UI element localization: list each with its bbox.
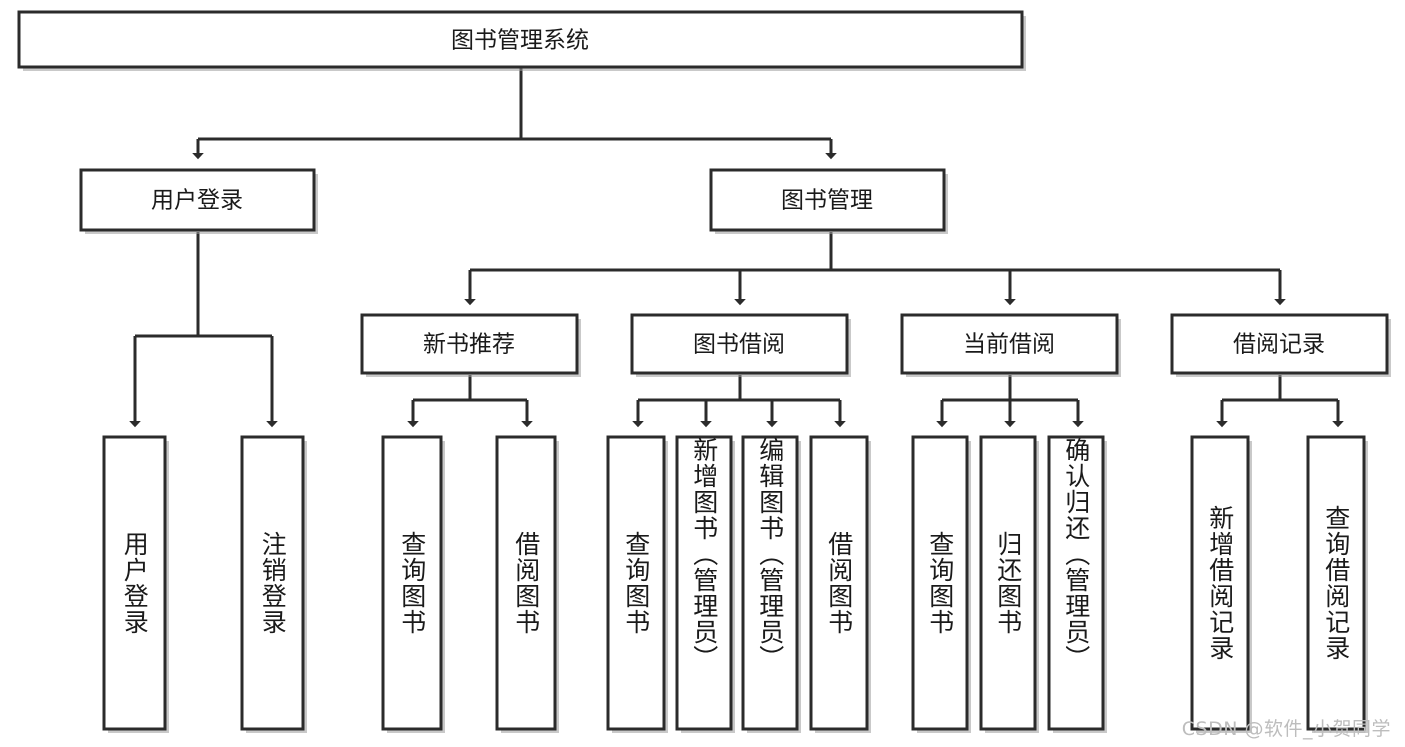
- node-leaf-return-book[interactable]: [979, 435, 1039, 733]
- csdn-watermark: CSDN @软件_小贺同学: [1181, 718, 1391, 740]
- node-leaf-query-book-2[interactable]: [606, 435, 668, 733]
- node-borrow-record[interactable]: 借阅记录: [1170, 313, 1391, 377]
- node-current-borrow-label: 当前借阅: [963, 332, 1055, 358]
- node-leaf-query-book-3[interactable]: [911, 435, 971, 733]
- node-root[interactable]: 图书管理系统: [17, 10, 1026, 71]
- node-new-book-recommend[interactable]: 新书推荐: [360, 313, 581, 377]
- node-leaf-edit-book[interactable]: [741, 435, 801, 733]
- node-user-login[interactable]: 用户登录: [79, 168, 318, 234]
- node-leaf-user-login[interactable]: [102, 435, 169, 733]
- edge-book-management-to-level3: [464, 232, 1286, 306]
- node-book-management-label: 图书管理: [781, 188, 873, 214]
- node-leaf-add-record[interactable]: [1190, 435, 1252, 733]
- node-book-borrow-label: 图书借阅: [693, 332, 785, 358]
- node-current-borrow[interactable]: 当前借阅: [900, 313, 1121, 377]
- node-book-borrow[interactable]: 图书借阅: [630, 313, 851, 377]
- edge-book-borrow-to-leaves: [632, 375, 846, 428]
- node-leaf-query-record[interactable]: [1306, 435, 1368, 733]
- edge-current-borrow-to-leaves: [936, 375, 1084, 428]
- edge-new-book-recommend-to-leaves: [407, 375, 533, 428]
- edge-borrow-record-to-leaves: [1216, 375, 1344, 428]
- node-leaf-borrow-book-1[interactable]: [495, 435, 559, 733]
- edge-root-to-level2: [192, 68, 837, 160]
- node-leaf-confirm-return[interactable]: [1047, 435, 1107, 733]
- node-leaf-borrow-book-2[interactable]: [809, 435, 871, 733]
- node-leaf-add-book[interactable]: [675, 435, 735, 733]
- node-user-login-label: 用户登录: [151, 188, 243, 214]
- node-leaf-query-book-1[interactable]: [381, 435, 445, 733]
- node-borrow-record-label: 借阅记录: [1233, 332, 1325, 358]
- node-leaf-logout-login[interactable]: [240, 435, 307, 733]
- node-new-book-recommend-label: 新书推荐: [423, 332, 515, 358]
- edge-user-login-to-leaves: [129, 232, 278, 428]
- node-book-management[interactable]: 图书管理: [709, 168, 948, 234]
- node-root-label: 图书管理系统: [451, 28, 589, 54]
